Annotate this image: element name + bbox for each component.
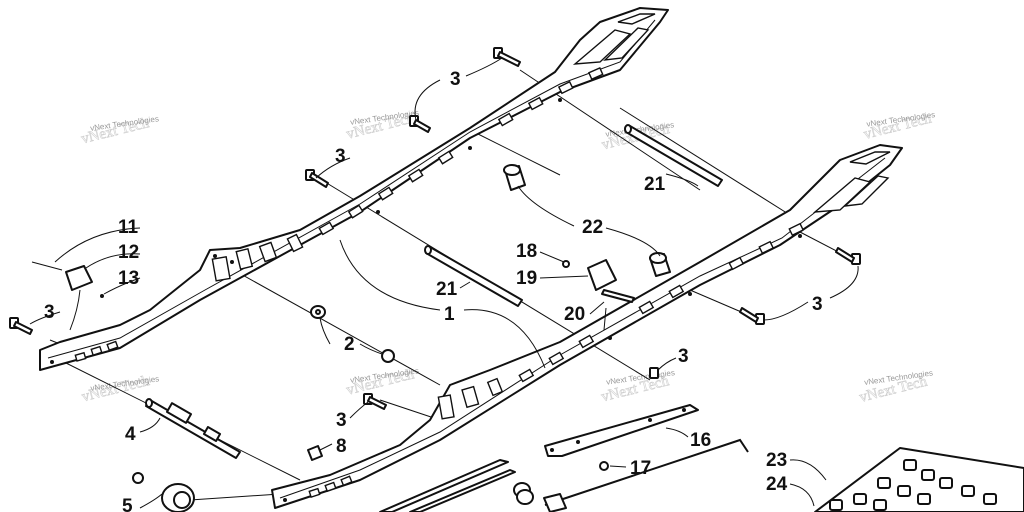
callout-5: 5: [122, 496, 133, 512]
rod: [544, 438, 749, 506]
strap-16: [544, 404, 699, 457]
callout-20: 20: [564, 304, 585, 325]
bolt-lower-center: [363, 393, 387, 410]
slide-rail: [379, 459, 516, 512]
right-rail-cutouts: [308, 151, 891, 498]
nut-8: [307, 445, 323, 461]
callout-8: 8: [336, 436, 347, 457]
block-19: [587, 259, 617, 291]
callout-19: 19: [516, 268, 537, 289]
callout-labels: 3 3 21 11 12 13 22 18 19 21 1 20 3 3 2 3…: [44, 69, 823, 512]
callout-23: 23: [766, 450, 787, 471]
callout-3-center: 3: [678, 346, 689, 367]
spacer-22-lower: [649, 252, 671, 277]
nut-18: [562, 260, 570, 268]
bolt-mid-left: [409, 115, 431, 133]
callout-1: 1: [444, 304, 455, 325]
callout-22: 22: [582, 217, 603, 238]
block-12: [65, 265, 93, 291]
wheel-5: [132, 472, 195, 512]
callout-12: 12: [118, 242, 139, 263]
bolt-right-upper: [835, 247, 861, 265]
callout-21-upper: 21: [644, 174, 666, 195]
pin-13: [100, 294, 104, 298]
callout-16: 16: [690, 430, 711, 451]
callout-4: 4: [125, 424, 136, 445]
callout-3-right: 3: [812, 294, 823, 315]
bolt-top-left: [493, 47, 521, 67]
callout-3-upper-left: 3: [335, 146, 346, 167]
axle: [145, 398, 241, 459]
bolt-right-lower: [739, 307, 765, 325]
spacer-22-upper: [503, 164, 526, 191]
washer-2: [310, 305, 326, 319]
callout-17: 17: [630, 458, 651, 479]
bolt-20: [601, 289, 635, 303]
screw-17: [599, 461, 609, 471]
callout-3-top: 3: [450, 69, 461, 90]
right-rail-holes: [283, 234, 802, 502]
bolt-far-left: [9, 317, 33, 335]
callout-11: 11: [118, 217, 139, 238]
track-lugs: [829, 459, 997, 511]
spring-assembly: [513, 482, 567, 512]
callout-18: 18: [516, 241, 537, 262]
upper-shaft: [624, 124, 723, 187]
track: [814, 447, 1024, 512]
right-rail: [271, 144, 903, 509]
callout-13: 13: [118, 268, 139, 289]
pin-11: [31, 261, 63, 271]
nut-2: [381, 349, 395, 363]
callout-3-far-left: 3: [44, 302, 55, 323]
left-rail-holes: [50, 98, 562, 364]
leader-lines: [29, 57, 859, 509]
left-rail: [39, 7, 669, 371]
callout-21-lower: 21: [436, 279, 458, 300]
callout-24: 24: [766, 474, 788, 495]
lower-shaft: [424, 245, 523, 307]
bolt-center: [649, 367, 659, 379]
callout-2: 2: [344, 334, 355, 355]
left-rail-cutouts: [74, 13, 656, 362]
callout-3-lower: 3: [336, 410, 347, 431]
bolt-upper-left: [305, 169, 329, 188]
